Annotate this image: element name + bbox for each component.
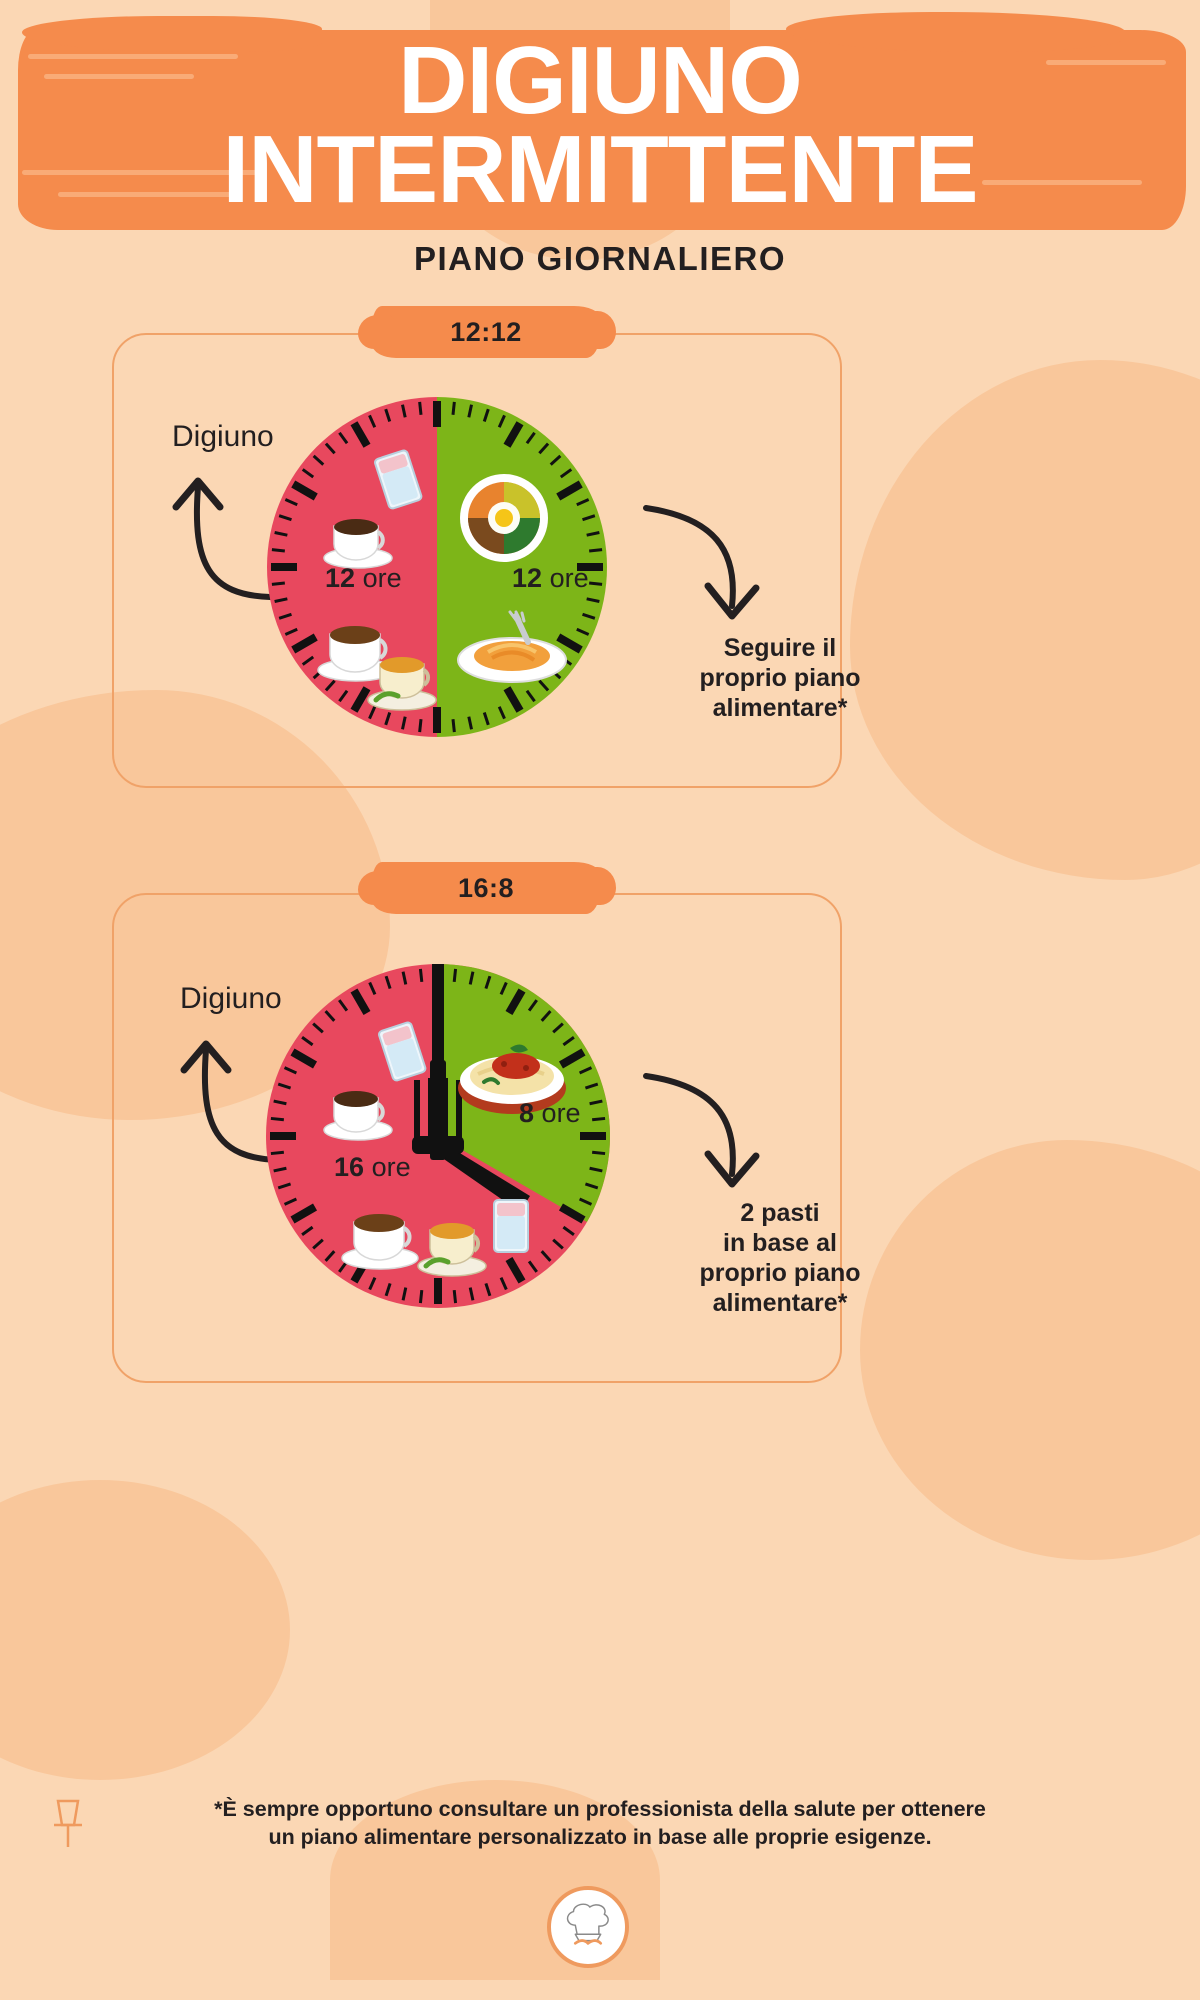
background-blob — [860, 1140, 1200, 1560]
fasting-label-2: Digiuno — [180, 982, 282, 1015]
eating-note-2-line-1: 2 pasti — [740, 1199, 820, 1227]
fasting-hours-unit-1: ore — [362, 563, 402, 593]
clock-dial-16-8 — [266, 964, 610, 1308]
eating-arrow-1 — [643, 505, 760, 620]
eating-note-2-line-3: proprio piano — [699, 1259, 861, 1287]
footer-disclaimer-line-2: un piano alimentare personalizzato in ba… — [268, 1825, 932, 1850]
title-line-1: DIGIUNO — [398, 27, 803, 134]
fasting-hours-value-2: 16 — [334, 1152, 365, 1182]
plan-tag-label: 12:12 — [450, 316, 522, 347]
eating-hours-value-2: 8 — [519, 1098, 535, 1128]
clock-hour-hand — [428, 1136, 530, 1212]
eating-note-2: 2 pasti in base al proprio piano aliment… — [650, 1198, 910, 1318]
fasting-hours-unit-2: ore — [371, 1152, 411, 1182]
eating-note-1-line-3: alimentare* — [712, 694, 848, 722]
page-title: DIGIUNO INTERMITTENTE — [0, 27, 1200, 224]
plan-tag-12-12: 12:12 — [358, 306, 616, 358]
espresso-cup-icon — [323, 519, 393, 569]
eating-note-1-line-1: Seguire il — [723, 634, 837, 662]
water-glass-icon — [378, 1021, 427, 1082]
fork-minute-hand-icon — [412, 964, 464, 1160]
clock-ticks — [270, 968, 606, 1304]
eating-hours-unit-1: ore — [549, 563, 589, 593]
water-glass-icon — [493, 1199, 529, 1253]
chef-hat-logo-icon — [547, 1886, 629, 1968]
pushpin-icon — [54, 1799, 82, 1847]
clock-dial-12-12 — [267, 397, 607, 737]
water-glass-icon — [374, 449, 423, 510]
eating-note-2-line-2: in base al — [723, 1229, 837, 1257]
eating-hours-1: 12 ore — [512, 563, 589, 594]
title-line-2: INTERMITTENTE — [222, 116, 979, 224]
eating-hours-unit-2: ore — [541, 1098, 581, 1128]
spaghetti-bolognese-icon — [458, 1044, 566, 1114]
fasting-hours-2: 16 ore — [334, 1152, 411, 1183]
background-blob — [850, 360, 1200, 880]
fasting-label-1: Digiuno — [172, 420, 274, 453]
espresso-cup-icon — [341, 1214, 419, 1270]
espresso-cup-icon — [323, 1091, 393, 1141]
plan-tag-label: 16:8 — [457, 872, 515, 903]
fasting-hours-value-1: 12 — [325, 563, 356, 593]
spaghetti-plate-icon — [457, 610, 567, 683]
espresso-cup-icon — [317, 626, 395, 682]
bibimbap-bowl-icon — [460, 474, 548, 562]
footer-disclaimer-line-1: *È sempre opportuno consultare un profes… — [214, 1797, 986, 1821]
background-blob — [0, 1480, 290, 1780]
fasting-hours-1: 12 ore — [325, 563, 402, 594]
eating-hours-value-1: 12 — [512, 563, 543, 593]
eating-hours-2: 8 ore — [519, 1098, 581, 1129]
tea-cup-icon — [417, 1223, 487, 1277]
page-subtitle: PIANO GIORNALIERO — [413, 240, 787, 277]
eating-note-1: Seguire il proprio piano alimentare* — [650, 633, 910, 723]
eating-note-1-line-2: proprio piano — [699, 664, 861, 692]
eating-arrow-2 — [643, 1073, 760, 1188]
header-brush-stroke — [18, 12, 1186, 230]
fasting-arrow-1 — [172, 477, 273, 600]
fasting-arrow-2 — [180, 1040, 281, 1163]
eating-note-2-line-4: alimentare* — [712, 1289, 848, 1317]
chef-hat-glyph — [566, 1903, 609, 1945]
plan-tag-16-8: 16:8 — [358, 862, 616, 914]
footer-disclaimer: *È sempre opportuno consultare un profes… — [80, 1795, 1120, 1852]
tea-cup-icon — [367, 657, 437, 711]
clock-ticks — [271, 401, 603, 733]
